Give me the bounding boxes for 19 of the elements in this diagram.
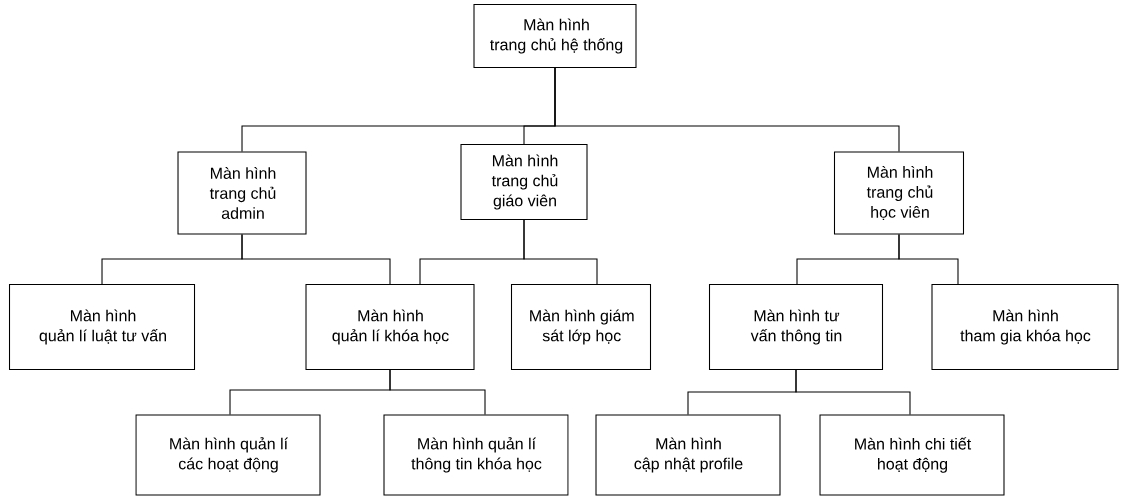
screen-box: Màn hình quản lí các hoạt động xyxy=(135,414,321,496)
screen-box: Màn hình trang chủ admin xyxy=(177,151,307,235)
connector-line xyxy=(554,67,900,152)
screen-box: Màn hình cập nhật profile xyxy=(595,414,781,496)
screen-box: Màn hình quản lí luật tư vấn xyxy=(8,283,196,371)
connector-line xyxy=(241,234,391,285)
screen-box: Màn hình trang chủ giáo viên xyxy=(460,143,588,221)
connector-line xyxy=(389,369,486,415)
screen-box: Màn hình giám sát lớp học xyxy=(510,283,652,371)
screen-box: Màn hình quản lí thông tin khóa học xyxy=(383,414,569,496)
screen-box: Màn hình trang chủ học viên xyxy=(833,151,965,235)
screen-box: Màn hình quản lí khóa học xyxy=(305,283,475,371)
connector-line xyxy=(898,234,959,285)
screen-box: Màn hình tư vấn thông tin xyxy=(708,283,884,371)
connector-line xyxy=(523,219,598,285)
connector-line xyxy=(795,369,911,415)
screen-box: Màn hình trang chủ hệ thống xyxy=(473,3,637,69)
screen-box: Màn hình chi tiết hoạt động xyxy=(819,414,1005,496)
screen-box: Màn hình tham gia khóa học xyxy=(931,283,1119,371)
